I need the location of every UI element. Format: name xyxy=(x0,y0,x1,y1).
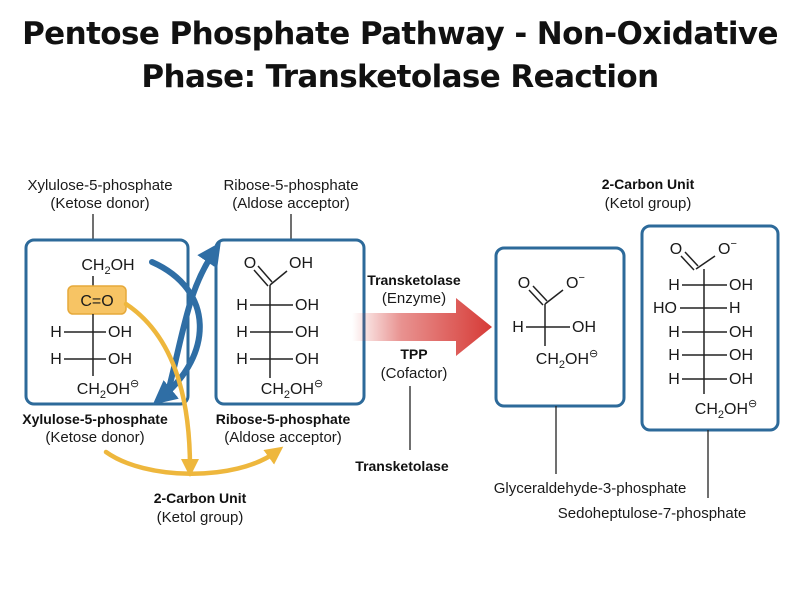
yellow-arrow-carbonyl-to-ribose xyxy=(123,301,199,477)
xylulose-top-group: CH2OH xyxy=(81,257,134,277)
enzyme-name: Transketolase xyxy=(367,272,461,288)
s7p-oh-1: OH xyxy=(729,277,753,294)
ribose-h-3: H xyxy=(236,351,248,368)
s7p-h-2: H xyxy=(729,300,741,317)
blue-arrow-to-ribose xyxy=(165,242,221,395)
enzyme-bottom-label: Transketolase xyxy=(355,458,449,474)
cofactor-name: TPP xyxy=(400,346,427,362)
ribose-top-name: Ribose-5-phosphate xyxy=(223,177,358,194)
ribose-structure: O OH H OH H OH H OH CH2OH⊖ xyxy=(236,255,323,401)
ribose-oh-1: OH xyxy=(295,297,319,314)
two-carbon-top-name: 2-Carbon Unit xyxy=(602,176,695,192)
xylulose-bottom-role: (Ketose donor) xyxy=(45,429,144,446)
xylulose-h-1: H xyxy=(50,324,62,341)
yellow-arrow-bottom xyxy=(103,446,284,476)
s7p-oh-5: OH xyxy=(729,371,753,388)
ribose-o: O xyxy=(244,255,256,272)
s7p-h-5: H xyxy=(668,371,680,388)
xylulose-oh-1: OH xyxy=(108,324,132,341)
carbonyl-highlight xyxy=(67,285,127,315)
ribose-bottom-role: (Aldose acceptor) xyxy=(224,429,342,446)
s7p-o: O xyxy=(670,241,682,258)
s7p-h-1: H xyxy=(668,277,680,294)
sedoheptulose-name: Sedoheptulose-7-phosphate xyxy=(558,505,746,522)
ribose-oh-2: OH xyxy=(295,324,319,341)
ribose-bottom-group: CH2OH⊖ xyxy=(261,378,323,401)
sedoheptulose-structure: O O− H OH HO H H OH H OH H OH CH2OH⊖ xyxy=(653,238,757,421)
ribose-oh-3: OH xyxy=(295,351,319,368)
s7p-o-minus: O− xyxy=(718,238,737,258)
xylulose-bottom-name: Xylulose-5-phosphate xyxy=(22,411,168,427)
reaction-arrow xyxy=(352,298,492,356)
two-carbon-bottom-role: (Ketol group) xyxy=(157,509,244,526)
ribose-aldehyde-oh: OH xyxy=(289,255,313,272)
xylulose-bottom-group: CH2OH⊖ xyxy=(77,378,139,401)
cofactor-role: (Cofactor) xyxy=(381,365,448,382)
xylulose-carbonyl: C=O xyxy=(80,293,113,310)
g3p-o: O xyxy=(518,275,530,292)
xylulose-structure: CH2OH C=O H OH H OH CH2OH⊖ xyxy=(50,257,139,401)
xylulose-oh-2: OH xyxy=(108,351,132,368)
two-carbon-top-role: (Ketol group) xyxy=(605,195,692,212)
xylulose-top-name: Xylulose-5-phosphate xyxy=(27,177,172,194)
glyceraldehyde-structure: O O− H OH CH2OH⊖ xyxy=(512,272,598,371)
title-line-2: Phase: Transketolase Reaction xyxy=(141,59,658,95)
two-carbon-bottom-name: 2-Carbon Unit xyxy=(154,490,247,506)
g3p-o-minus: O− xyxy=(566,272,585,292)
g3p-oh: OH xyxy=(572,319,596,336)
ribose-top-role: (Aldose acceptor) xyxy=(232,195,350,212)
title-line-1: Pentose Phosphate Pathway - Non-Oxidativ… xyxy=(22,16,778,52)
s7p-h-4: H xyxy=(668,347,680,364)
glyceraldehyde-name: Glyceraldehyde-3-phosphate xyxy=(494,480,687,497)
s7p-h-3: H xyxy=(668,324,680,341)
ribose-h-1: H xyxy=(236,297,248,314)
g3p-h: H xyxy=(512,319,524,336)
xylulose-h-2: H xyxy=(50,351,62,368)
ribose-bottom-name: Ribose-5-phosphate xyxy=(216,411,351,427)
s7p-oh-4: OH xyxy=(729,347,753,364)
xylulose-top-role: (Ketose donor) xyxy=(50,195,149,212)
g3p-bottom-group: CH2OH⊖ xyxy=(536,348,598,371)
enzyme-role: (Enzyme) xyxy=(382,290,446,307)
ribose-h-2: H xyxy=(236,324,248,341)
s7p-ho-2: HO xyxy=(653,300,677,317)
sedoheptulose-box xyxy=(640,224,780,432)
s7p-bottom-group: CH2OH⊖ xyxy=(695,398,757,421)
s7p-oh-3: OH xyxy=(729,324,753,341)
